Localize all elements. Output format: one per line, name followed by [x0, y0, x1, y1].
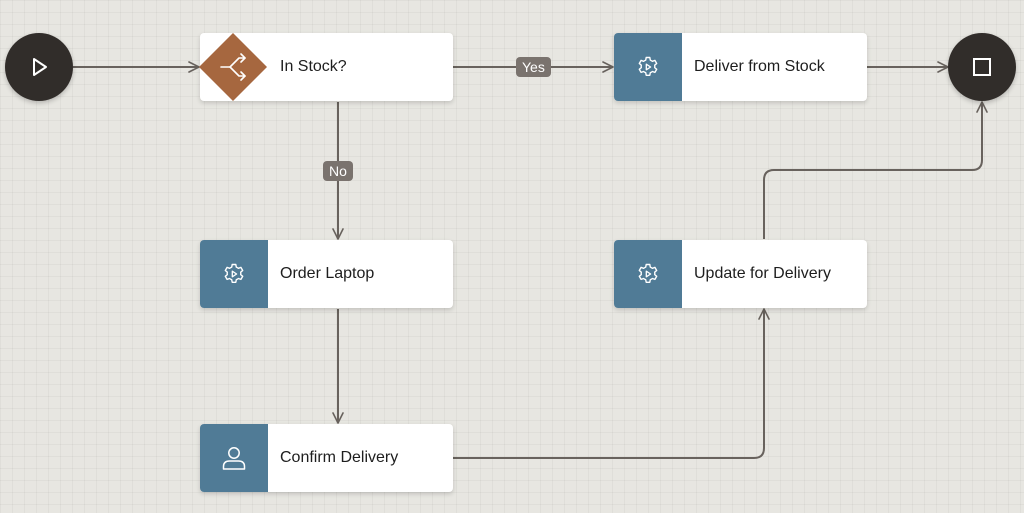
task-confirm-delivery[interactable]: Confirm Delivery [200, 424, 453, 492]
task-icon-box [614, 33, 682, 101]
flow-update-to-end[interactable] [763, 101, 988, 239]
play-icon [33, 58, 47, 76]
edge-label-yes: Yes [516, 57, 551, 77]
service-gear-icon [638, 263, 658, 283]
task-icon-box [614, 240, 682, 308]
edge-label-no: No [323, 161, 353, 181]
user-icon [222, 447, 246, 470]
gateway-in-stock[interactable]: In Stock? [199, 33, 453, 101]
exclusive-gateway-icon [199, 33, 267, 101]
service-gear-icon [638, 56, 658, 76]
task-icon-box [200, 240, 268, 308]
stop-icon [973, 58, 991, 76]
end-event[interactable] [948, 33, 1016, 101]
task-label: Deliver from Stock [694, 58, 825, 75]
task-update-for-delivery[interactable]: Update for Delivery [614, 240, 867, 308]
start-event[interactable] [5, 33, 73, 101]
service-gear-icon [224, 263, 244, 283]
task-order-laptop[interactable]: Order Laptop [200, 240, 453, 308]
task-label: Update for Delivery [694, 265, 831, 282]
gateway-label: In Stock? [280, 58, 347, 75]
flow-confirm-to-update[interactable] [453, 308, 770, 459]
task-icon-box [200, 424, 268, 492]
task-deliver-from-stock[interactable]: Deliver from Stock [614, 33, 867, 101]
task-label: Confirm Delivery [280, 449, 399, 466]
task-label: Order Laptop [280, 265, 375, 282]
